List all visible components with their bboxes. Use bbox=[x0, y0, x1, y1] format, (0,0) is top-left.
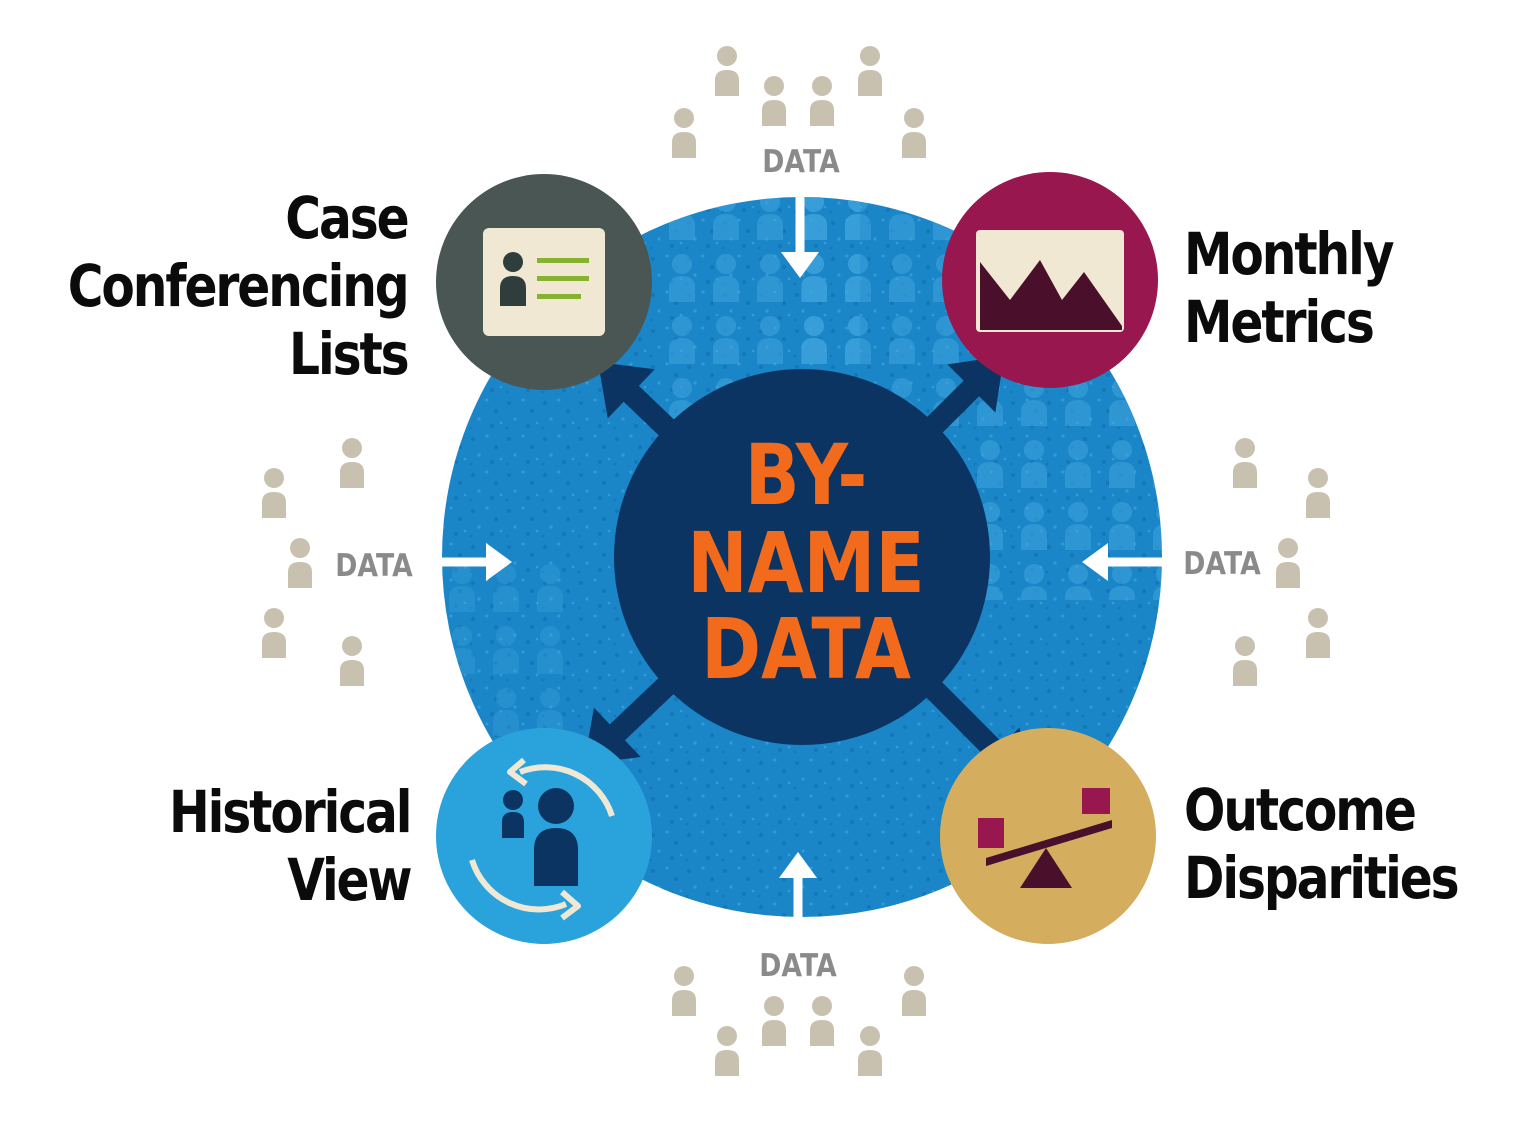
person-icon bbox=[1233, 438, 1257, 488]
label-monthly-metrics: Monthly Metrics bbox=[1184, 220, 1394, 356]
inbound-arrow-right bbox=[1082, 543, 1168, 581]
person-icon bbox=[902, 966, 926, 1016]
person-icon bbox=[810, 996, 834, 1046]
node-outcome-disparities bbox=[940, 728, 1156, 944]
seesaw-balance-icon bbox=[978, 788, 1112, 888]
inbound-data-arrows: DATA DATA DATA DATA bbox=[335, 143, 1261, 983]
person-icon bbox=[1233, 636, 1257, 686]
center-circle: BY- NAME DATA bbox=[614, 369, 990, 745]
person-icon bbox=[262, 608, 286, 658]
person-icon bbox=[858, 46, 882, 96]
person-icon bbox=[1306, 468, 1330, 518]
label-outcome-disparities: Outcome Disparities bbox=[1184, 776, 1460, 912]
label-case-conferencing: Case Conferencing Lists bbox=[68, 184, 410, 388]
center-title-line-2: NAME bbox=[687, 515, 925, 613]
data-label-right: DATA bbox=[1183, 545, 1261, 581]
person-icon bbox=[288, 538, 312, 588]
person-icon bbox=[902, 108, 926, 158]
inbound-arrow-bottom bbox=[779, 852, 817, 930]
person-icon bbox=[1306, 608, 1330, 658]
person-icon bbox=[672, 108, 696, 158]
person-icon bbox=[1276, 538, 1300, 588]
person-icon bbox=[340, 636, 364, 686]
person-icon bbox=[762, 76, 786, 126]
person-icon bbox=[672, 966, 696, 1016]
label-historical-view: Historical View bbox=[168, 778, 413, 914]
mountain-image-icon bbox=[976, 230, 1124, 332]
people-figures bbox=[262, 46, 1330, 1076]
inbound-arrow-left bbox=[432, 543, 512, 581]
person-icon bbox=[858, 1026, 882, 1076]
node-monthly-metrics bbox=[942, 172, 1158, 388]
inbound-arrow-top bbox=[781, 194, 819, 278]
node-historical-view bbox=[436, 728, 652, 944]
data-label-top: DATA bbox=[762, 143, 840, 179]
node-case-conferencing bbox=[436, 174, 652, 390]
contact-list-icon bbox=[483, 228, 605, 336]
person-icon bbox=[340, 438, 364, 488]
people-cycle-icon bbox=[469, 757, 615, 921]
person-icon bbox=[715, 1026, 739, 1076]
center-title-line-1: BY- bbox=[745, 427, 868, 525]
person-icon bbox=[762, 996, 786, 1046]
data-label-left: DATA bbox=[335, 547, 413, 583]
center-title-line-3: DATA bbox=[701, 601, 911, 699]
person-icon bbox=[262, 468, 286, 518]
person-icon bbox=[810, 76, 834, 126]
person-icon bbox=[715, 46, 739, 96]
data-label-bottom: DATA bbox=[759, 947, 837, 983]
